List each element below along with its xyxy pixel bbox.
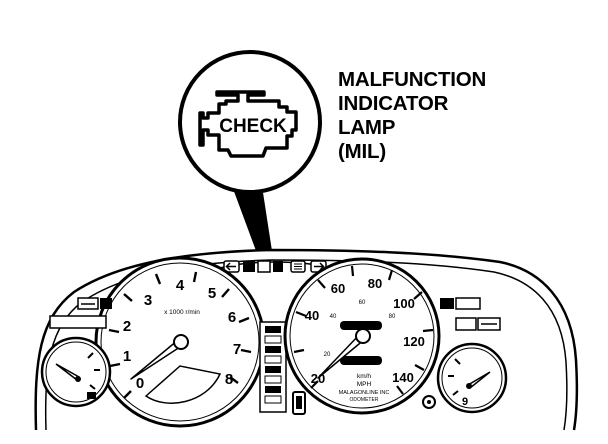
tach-lower-panel — [144, 365, 222, 404]
tachometer: 0 1 2 3 4 5 6 7 8 x 1000 r/min — [94, 256, 266, 428]
callout-line-1: MALFUNCTION — [338, 68, 487, 91]
speed-km-label-80: 80 — [368, 276, 382, 291]
speed-maker-line-2: ODOMETER — [350, 397, 379, 403]
warning-lamp-column — [259, 321, 306, 415]
speed-km-label-140: 140 — [392, 370, 414, 385]
speedometer: 20 40 60 80 100 120 140 20 40 60 80 km/h… — [283, 257, 441, 415]
tach-label-0: 0 — [136, 375, 144, 392]
right-indicator-block — [440, 297, 501, 331]
speedometer-ticks — [293, 265, 434, 395]
temperature-gauge: 9 — [436, 342, 508, 414]
warning-lamp-4 — [264, 355, 282, 364]
warning-lamp-1 — [265, 326, 281, 333]
tach-label-5: 5 — [208, 285, 216, 302]
speed-unit-label: km/h — [357, 373, 371, 380]
speed-km-label-40: 40 — [305, 308, 319, 323]
trip-window — [340, 356, 382, 365]
tach-label-4: 4 — [176, 277, 185, 294]
check-lamp-text: CHECK — [219, 116, 287, 137]
warning-lamp-2 — [264, 335, 282, 344]
callout-line-3: LAMP — [338, 116, 396, 139]
temp-needle — [466, 371, 491, 390]
headlight-indicator — [290, 260, 306, 273]
callout-line-4: (MIL) — [338, 140, 386, 163]
tach-unit-label: x 1000 r/min — [164, 309, 200, 316]
warning-lamp-3 — [265, 346, 281, 353]
warning-lamp-5 — [265, 366, 281, 373]
tach-label-6: 6 — [228, 309, 236, 326]
instrument-cluster: 0 1 2 3 4 5 6 7 8 x 1000 r/min — [34, 248, 579, 431]
speed-km-label-120: 120 — [403, 334, 425, 349]
tachometer-ticks — [108, 271, 252, 399]
fuel-gauge-symbol — [87, 392, 96, 399]
tach-label-7: 7 — [233, 341, 241, 358]
warning-lamp-6 — [264, 375, 282, 384]
mil-callout-circle: CHECK — [178, 50, 322, 194]
odometer-window — [340, 321, 382, 330]
speed-mph-label-80: 80 — [389, 314, 396, 320]
speed-km-label-100: 100 — [393, 296, 415, 311]
tach-label-3: 3 — [144, 292, 152, 309]
fuel-needle — [55, 363, 81, 382]
top-indicator-3 — [257, 260, 271, 273]
tach-label-2: 2 — [123, 318, 131, 335]
speed-unit-label-2: MPH — [357, 381, 372, 388]
warning-lamp-8 — [264, 395, 282, 404]
fuel-gauge — [40, 336, 112, 408]
engine-check-icon — [198, 90, 298, 158]
speed-needle — [317, 328, 371, 379]
left-indicator-block — [49, 297, 112, 329]
trip-reset-knob — [422, 395, 436, 409]
tach-label-8: 8 — [225, 371, 233, 388]
top-indicator-2 — [243, 261, 255, 272]
tach-label-1: 1 — [123, 348, 131, 365]
speed-mph-label-60: 60 — [359, 300, 366, 306]
temp-gauge-mark: 9 — [462, 396, 468, 408]
tach-needle — [130, 334, 189, 380]
warning-lamp-7 — [265, 386, 281, 393]
speed-mph-label-20: 20 — [324, 352, 331, 358]
speed-km-label-60: 60 — [331, 281, 345, 296]
mil-callout-label: MALFUNCTION INDICATOR LAMP (MIL) — [338, 68, 486, 164]
top-indicator-strip — [219, 260, 333, 273]
top-indicator-4 — [273, 261, 283, 272]
callout-line-2: INDICATOR — [338, 92, 449, 115]
speed-maker-line-1: MALAGONLINE INC — [339, 390, 390, 396]
turn-left-indicator — [223, 260, 240, 273]
speed-mph-label-40: 40 — [330, 314, 337, 320]
